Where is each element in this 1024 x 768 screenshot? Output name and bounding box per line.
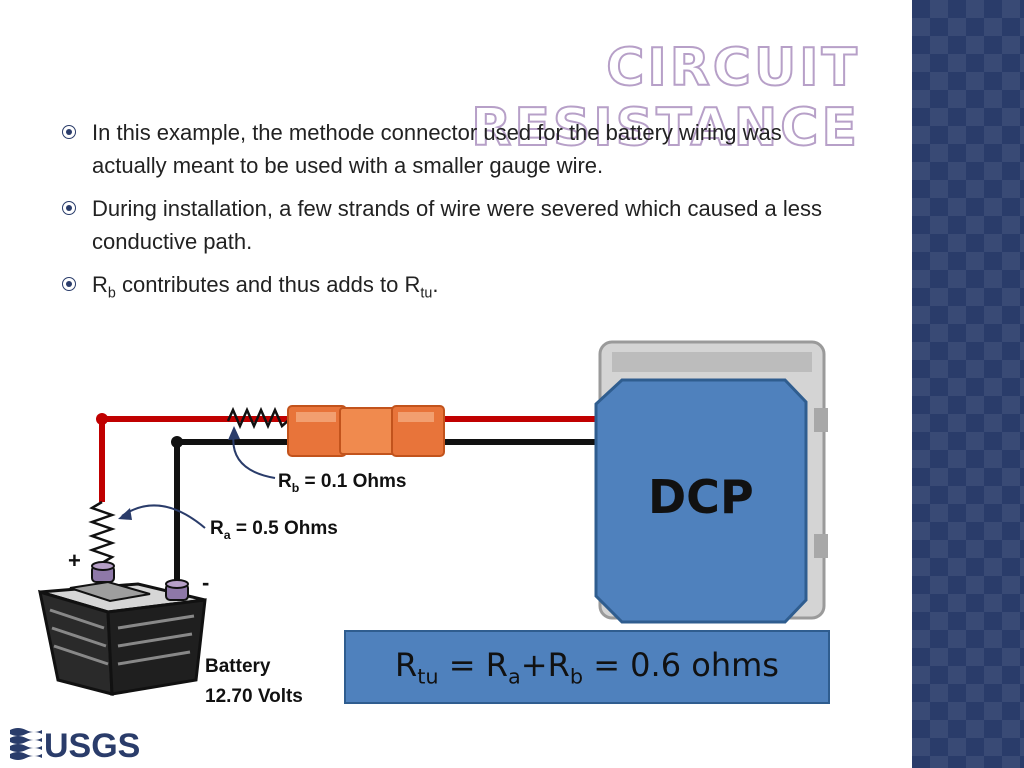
- bullet-icon: [62, 277, 76, 291]
- usgs-logo-text: USGS: [44, 727, 140, 762]
- battery-icon: [38, 561, 207, 696]
- bullet-item: In this example, the methode connector u…: [60, 116, 840, 182]
- ra-label: Ra = 0.5 Ohms: [210, 518, 338, 542]
- side-decoration-band: [912, 0, 1024, 768]
- bullet-text: During installation, a few strands of wi…: [92, 196, 823, 254]
- circuit-diagram: [38, 340, 828, 696]
- formula-text: Rtu = Ra+Rb = 0.6 ohms: [395, 645, 779, 689]
- resistor-rb-icon: [226, 406, 291, 430]
- minus-terminal-label: -: [202, 570, 210, 595]
- rb-label: Rb = 0.1 Ohms: [278, 471, 407, 495]
- formula-box: Rtu = Ra+Rb = 0.6 ohms: [344, 630, 830, 704]
- bullet-text: Rb contributes and thus adds to Rtu.: [92, 272, 439, 302]
- bullet-icon: [62, 201, 76, 215]
- bullet-icon: [62, 125, 76, 139]
- bullet-item: Rb contributes and thus adds to Rtu.: [60, 268, 840, 310]
- plus-terminal-label: +: [68, 548, 81, 573]
- usgs-logo: USGS: [10, 724, 140, 767]
- dcp-enclosure-icon: [594, 340, 828, 624]
- ra-pointer-arrow-icon: [121, 504, 206, 529]
- negative-wire: [171, 436, 600, 582]
- slide-title: Circuit Resistance: [470, 37, 860, 159]
- dcp-label: DCP: [648, 470, 754, 524]
- bullet-item: During installation, a few strands of wi…: [60, 192, 840, 258]
- battery-voltage-label: 12.70 Volts: [205, 686, 303, 707]
- resistor-ra-icon: [88, 500, 116, 565]
- bullet-text: In this example, the methode connector u…: [92, 120, 782, 178]
- bullet-list: In this example, the methode connector u…: [60, 116, 840, 320]
- battery-label: Battery: [205, 656, 271, 677]
- methode-connector-icon: [287, 405, 445, 457]
